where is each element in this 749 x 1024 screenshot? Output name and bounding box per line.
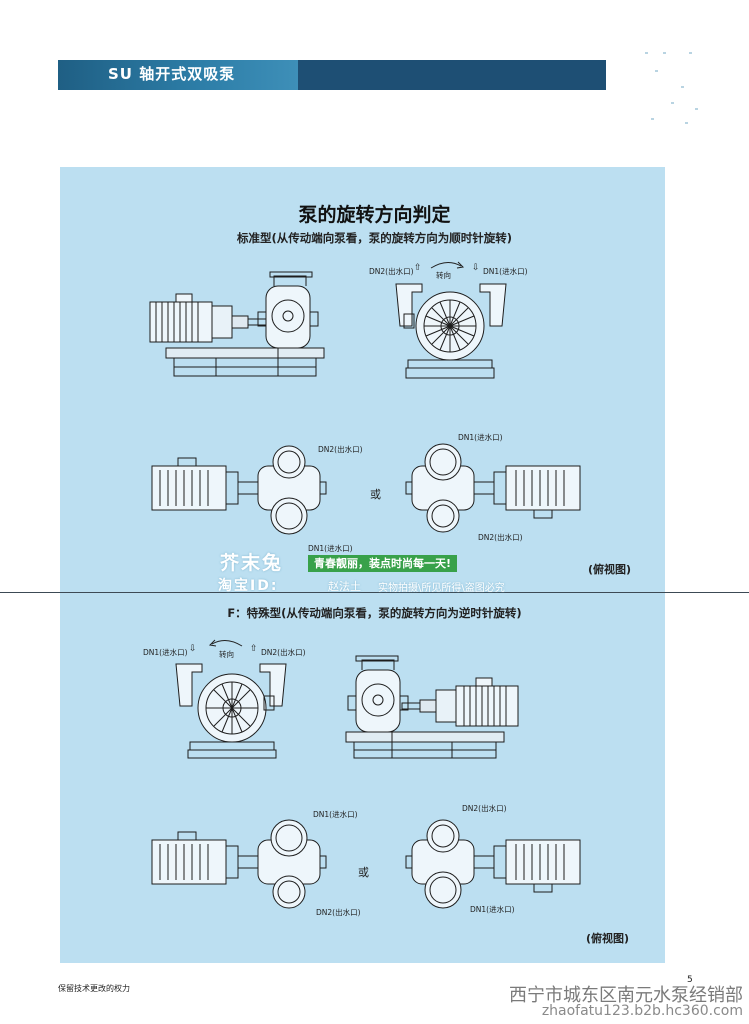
standard-top-view-right: [404, 444, 584, 546]
special-type-label: F：特殊型(从传动端向泵看，泵的旋转方向为逆时针旋转): [227, 606, 522, 620]
special-rotation-arrow-icon: [208, 636, 244, 648]
special-top-right-dn1-label: DN1(进水口): [470, 905, 515, 914]
inlet-down-arrow-icon: ⇩: [472, 263, 480, 273]
standard-dn1-inlet-label: DN1(进水口): [483, 267, 528, 276]
special-top-left-dn2-label: DN2(出水口): [316, 908, 361, 917]
special-top-view-left: [148, 818, 328, 920]
footer-note: 保留技术更改的权力: [58, 984, 130, 993]
special-or-label: 或: [358, 866, 369, 879]
site-watermark: zhaofatu123.b2b.hc360.com: [541, 1003, 743, 1019]
standard-end-view: [392, 276, 510, 380]
standard-top-left-dn1-label: DN1(进水口): [308, 544, 353, 553]
page-number: 5: [687, 975, 693, 985]
standard-dn2-outlet-label: DN2(出水口): [369, 267, 414, 276]
section-divider: [0, 592, 749, 593]
watermark-brand: 芥末兔: [220, 552, 284, 574]
watermark-shop-id: 赵法土: [328, 580, 361, 593]
outlet-up-arrow-icon: ⇧: [414, 263, 422, 273]
standard-top-view-caption: (俯视图): [588, 563, 632, 576]
standard-top-view-left: [148, 444, 328, 546]
standard-top-right-dn1-label: DN1(进水口): [458, 433, 503, 442]
header-tab: [58, 60, 298, 90]
standard-or-label: 或: [370, 488, 381, 501]
special-top-right-dn2-label: DN2(出水口): [462, 804, 507, 813]
watermark-shop-label: 淘宝ID:: [218, 578, 279, 594]
standard-rotation-label: 转向: [436, 271, 451, 280]
special-inlet-down-arrow-icon: ⇩: [189, 644, 197, 654]
section-title: 泵的旋转方向判定: [298, 204, 451, 226]
special-side-elevation: [340, 656, 525, 762]
special-outlet-up-arrow-icon: ⇧: [250, 644, 258, 654]
page-title: SU 轴开式双吸泵: [108, 65, 236, 83]
special-top-view-caption: (俯视图): [586, 932, 630, 945]
special-dn1-inlet-label: DN1(进水口): [143, 648, 188, 657]
special-top-left-dn1-label: DN1(进水口): [313, 810, 358, 819]
dealer-watermark: 西宁市城东区南元水泵经销部: [509, 985, 743, 1006]
standard-top-right-dn2-label: DN2(出水口): [478, 533, 523, 542]
standard-type-label: 标准型(从传动端向泵看，泵的旋转方向为顺时针旋转): [236, 231, 512, 245]
standard-top-left-dn2-label: DN2(出水口): [318, 445, 363, 454]
special-dn2-outlet-label: DN2(出水口): [261, 648, 306, 657]
special-top-view-right: [404, 818, 584, 920]
standard-side-elevation: [146, 272, 331, 380]
decorative-dots: [641, 46, 701, 126]
rotation-arrow-icon: [429, 258, 465, 270]
special-end-view: [172, 656, 290, 760]
watermark-notice: 实物拍摄\所见所得\盗图必究: [378, 583, 505, 594]
special-rotation-label: 转向: [219, 650, 234, 659]
watermark-slogan: 青春靓丽，装点时尚每一天!: [308, 555, 458, 572]
